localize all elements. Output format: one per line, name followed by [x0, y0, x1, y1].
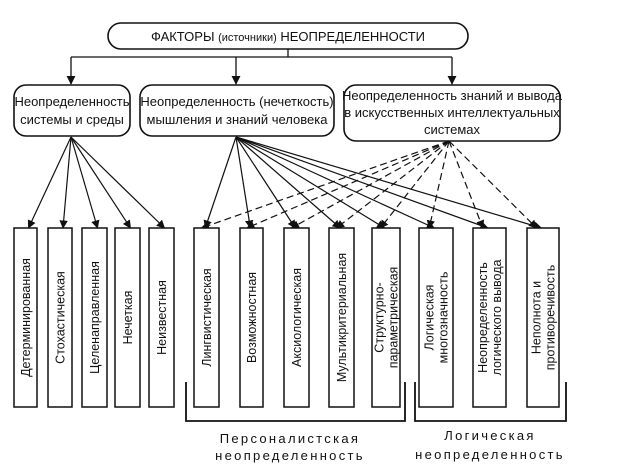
group-logical-label: Логическая неопределенность — [415, 428, 565, 462]
arrow-system-to-leaf — [70, 136, 132, 229]
leaf-box — [47, 227, 73, 408]
leaf-nodes: Детерминированная Стохастическая Целенапра… — [13, 227, 560, 408]
category-human-line-1: Неопределенность (нечеткость) — [140, 94, 333, 109]
arrow-ai-to-leaf — [290, 140, 450, 229]
leaf-node: Возможностная — [239, 227, 264, 408]
category-human-line-2: мышления и знаний человека — [147, 112, 329, 127]
group-personalist-line-2: неопределенность — [215, 448, 365, 463]
leaf-label: логического вывода — [490, 259, 504, 375]
leaf-label: Возможностная — [245, 272, 259, 363]
category-system-box — [13, 84, 131, 137]
leaf-box — [418, 227, 454, 408]
bracket-logical — [414, 382, 567, 422]
leaf-node: Структурно-параметрическая — [371, 227, 401, 408]
leaf-node: Неизвестная — [148, 227, 175, 408]
leaf-node: Мультикритериальная — [328, 227, 355, 408]
group-logical-line-2: неопределенность — [415, 447, 565, 462]
leaf-box — [239, 227, 264, 408]
category-ai: Неопределенность знаний и вывода в искус… — [342, 84, 563, 142]
category-ai-line-1: Неопределенность знаний и вывода — [342, 88, 563, 103]
leaf-label: Логическая — [423, 285, 437, 351]
arrow-ai-to-leaf — [448, 140, 538, 229]
leaf-label: Лингвистическая — [200, 268, 214, 366]
leaf-label: Нечеткая — [121, 291, 135, 345]
group-personalist-line-1: Персоналистская — [220, 431, 361, 446]
arrow-human-to-leaf — [235, 136, 543, 230]
leaf-box — [13, 227, 38, 408]
arrow-system-to-leaf — [70, 136, 100, 229]
category-system-line-2: системы и среды — [20, 112, 124, 127]
leaf-box — [114, 227, 141, 408]
leaf-node: Стохастическая — [47, 227, 73, 408]
leaf-label: Целенаправленная — [88, 261, 102, 374]
leaf-box — [472, 227, 507, 408]
category-system-line-1: Неопределенность — [14, 94, 129, 109]
arrow-human-to-leaf — [235, 136, 296, 229]
arrow-human-to-leaf — [203, 136, 237, 229]
leaf-label: Мультикритериальная — [335, 253, 349, 382]
leaf-box — [81, 227, 108, 408]
arrow-human-to-leaf — [235, 136, 341, 229]
arrow-system-to-leaf — [59, 136, 72, 229]
leaf-box — [148, 227, 175, 408]
leaf-node: Детерминированная — [13, 227, 38, 408]
leaf-label: Детерминированная — [19, 258, 33, 377]
root-node: ФАКТОРЫ (источники) НЕОПРЕДЕЛЕННОСТИ — [107, 22, 469, 50]
leaf-label: Неполнота и — [530, 281, 544, 354]
leaf-node: Целенаправленная — [81, 227, 108, 408]
arrow-ai-to-leaf — [335, 140, 450, 229]
leaf-label: Неопределенность — [476, 262, 490, 373]
leaf-box — [283, 227, 310, 408]
arrow-human-to-leaf — [235, 136, 254, 229]
leaf-label: Структурно- — [373, 282, 387, 352]
arrow-human-to-leaf — [235, 136, 489, 230]
bracket-personalist — [185, 382, 406, 422]
category-ai-line-3: системах — [424, 122, 480, 137]
arrow-system-to-leaf — [27, 136, 72, 229]
fan-arrows — [27, 136, 543, 230]
category-system: Неопределенность системы и среды — [13, 84, 131, 137]
leaf-box — [328, 227, 355, 408]
group-personalist-label: Персоналистская неопределенность — [215, 431, 365, 463]
leaf-box — [193, 227, 220, 408]
category-human-box — [139, 84, 335, 137]
leaf-label: многозначность — [437, 272, 451, 364]
category-human: Неопределенность (нечеткость) мышления и… — [139, 84, 335, 137]
leaf-node: Аксиологическая — [283, 227, 310, 408]
leaf-box — [371, 227, 401, 408]
group-logical-line-1: Логическая — [444, 428, 536, 443]
leaf-label: параметрическая — [387, 267, 401, 369]
root-connectors — [66, 49, 457, 85]
group-brackets — [185, 382, 567, 422]
leaf-box — [526, 227, 560, 408]
category-ai-box — [343, 84, 561, 142]
arrow-human-to-leaf — [235, 136, 436, 229]
arrow-ai-to-leaf — [379, 140, 450, 229]
arrow-ai-to-leaf — [246, 140, 450, 229]
leaf-label: Стохастическая — [54, 271, 68, 364]
leaf-label: Аксиологическая — [290, 268, 304, 367]
arrow-ai-to-leaf — [426, 140, 450, 229]
leaf-label: противоречивость — [544, 265, 558, 370]
arrow-ai-to-leaf — [448, 140, 485, 229]
arrow-human-to-leaf — [235, 136, 386, 229]
category-ai-line-2: в искусственных интеллектуальных — [344, 105, 560, 120]
arrow-system-to-leaf — [70, 136, 166, 229]
leaf-node: Нечеткая — [114, 227, 141, 408]
root-title: ФАКТОРЫ (источники) НЕОПРЕДЕЛЕННОСТИ — [151, 29, 425, 44]
leaf-node: Лингвистическая — [193, 227, 220, 408]
leaf-label: Неизвестная — [155, 280, 169, 355]
